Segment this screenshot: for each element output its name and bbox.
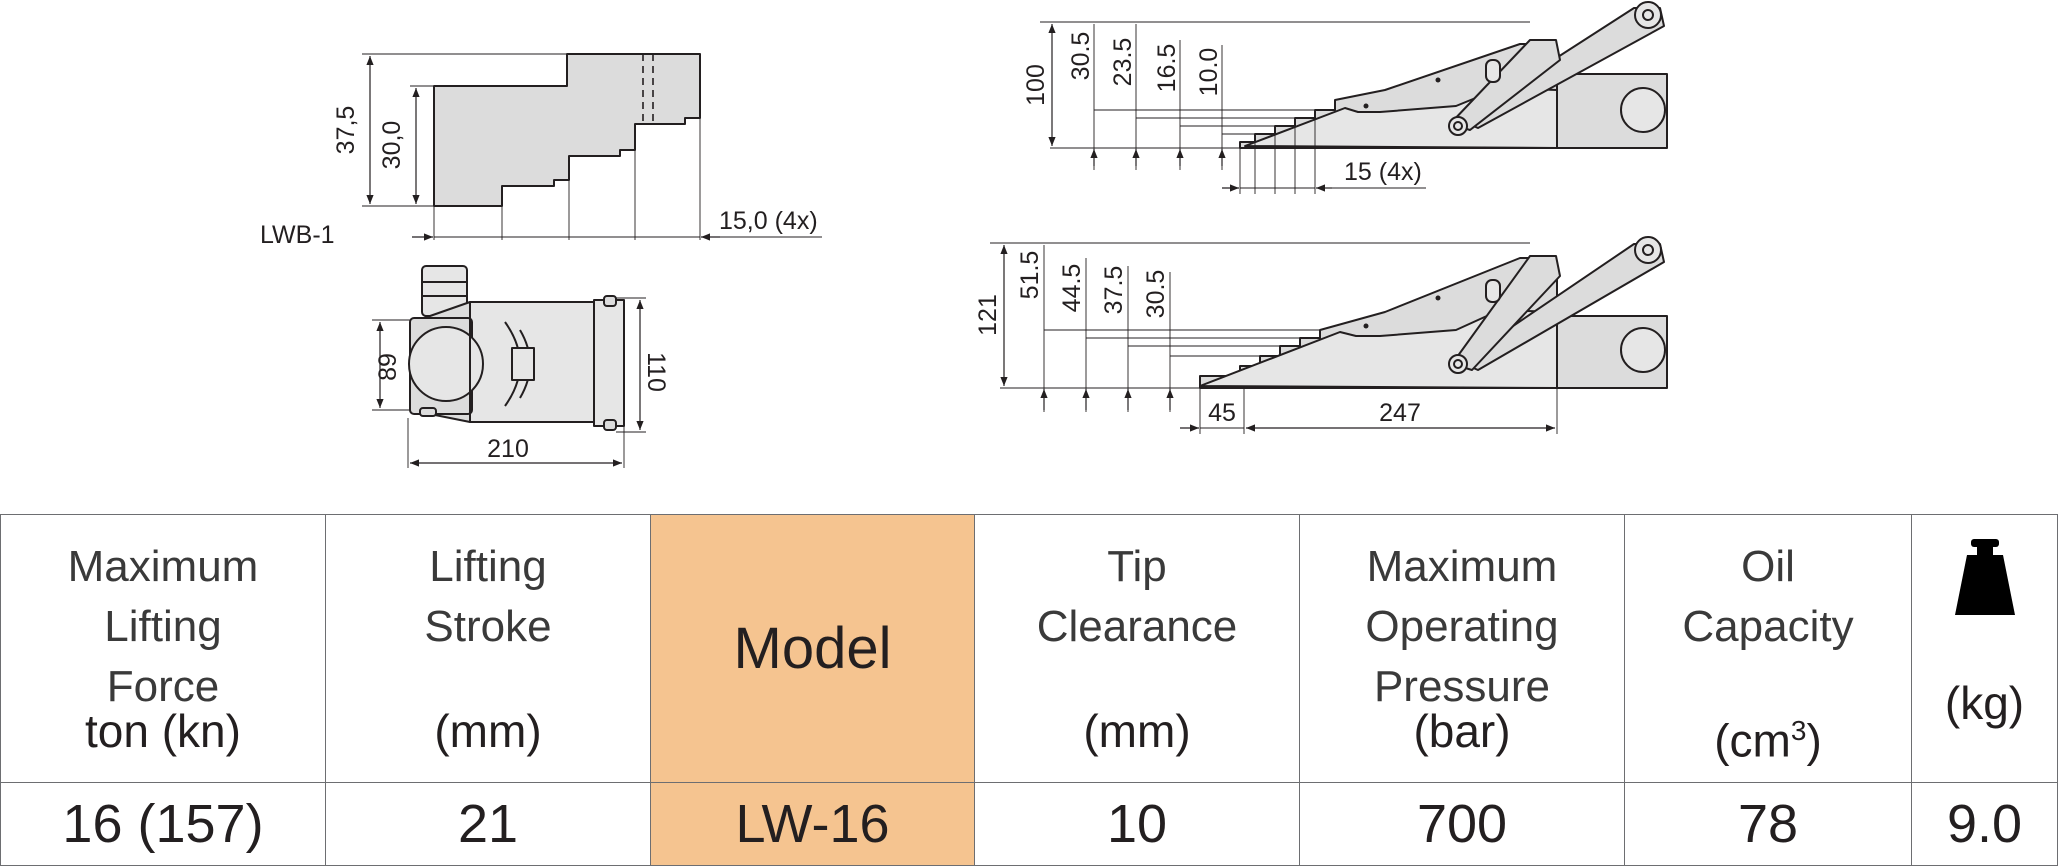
pump-top-plate [469, 301, 611, 423]
side-view-wedge-raised: 121 51.5 44.5 37.5 30.5 45 247 [974, 236, 1668, 434]
header-unit: (mm) [434, 705, 542, 757]
top-view-pump-body: 89 110 210 [372, 265, 670, 468]
header-weight: (kg) [1911, 514, 2058, 783]
dim-top-width: 110 [642, 352, 670, 392]
value-max-lifting-force: 16 (157) [0, 781, 326, 866]
stepped-block-shape [433, 53, 701, 207]
dim-h2: 23.5 [1109, 38, 1137, 87]
part-label: LWB-1 [260, 221, 335, 249]
link-arm [1451, 255, 1561, 371]
dim-top-length: 210 [487, 435, 529, 463]
dim-step-pitch: 15,0 (4x) [719, 207, 818, 235]
dim-tip-length: 45 [1208, 399, 1236, 427]
header-model: Model [650, 514, 975, 783]
header-max-lifting-force: Maximum Lifting Force ton (kn) [0, 514, 326, 783]
header-unit: ton (kn) [85, 705, 241, 757]
table-row: 16 (157) 21 LW-16 10 700 78 9.0 [0, 781, 2058, 866]
header-lifting-stroke: Lifting Stroke (mm) [325, 514, 651, 783]
header-oil-capacity: Oil Capacity (cm3) [1624, 514, 1912, 783]
dim-h4: 10.0 [1195, 48, 1223, 97]
dim-h1: 30.5 [1067, 32, 1095, 81]
dim-h3: 37.5 [1100, 266, 1128, 315]
technical-drawing: 37,5 30,0 15,0 (4x) LWB-1 89 [260, 1, 1668, 468]
value-lifting-stroke: 21 [325, 781, 651, 866]
value-max-operating-pressure: 700 [1299, 781, 1625, 866]
header-unit: (kg) [1944, 677, 2025, 729]
dim-height-total: 37,5 [332, 106, 360, 155]
dim-h3: 16.5 [1153, 44, 1181, 93]
header-unit: (mm) [1083, 705, 1191, 757]
dim-overall: 121 [974, 294, 1002, 336]
value-weight: 9.0 [1911, 781, 2058, 866]
end-plate [593, 299, 625, 427]
dim-height-lift: 30,0 [378, 121, 406, 170]
value-oil-capacity: 78 [1624, 781, 1912, 866]
header-max-operating-pressure: Maximum Operating Pressure (bar) [1299, 514, 1625, 783]
lift-arm [1459, 243, 1665, 371]
dim-h4: 30.5 [1142, 270, 1170, 319]
reservoir-cap [408, 326, 484, 402]
table-header-row: Maximum Lifting Force ton (kn) Lifting S… [0, 514, 2058, 783]
value-tip-clearance: 10 [974, 781, 1300, 866]
specification-table: Maximum Lifting Force ton (kn) Lifting S… [0, 514, 2058, 866]
value-model: LW-16 [650, 781, 975, 866]
dim-h2: 44.5 [1058, 264, 1086, 313]
header-unit: (bar) [1413, 705, 1511, 757]
dim-h1: 51.5 [1016, 251, 1044, 300]
dim-body-length: 247 [1379, 399, 1421, 427]
side-view-wedge-lowered: 100 30.5 23.5 16.5 10.0 15 (4x) [1022, 1, 1668, 194]
dim-step-pitch-right: 15 (4x) [1344, 158, 1422, 186]
header-tip-clearance: Tip Clearance (mm) [974, 514, 1300, 783]
weight-icon [1954, 539, 2015, 615]
side-view-stepped-block: 37,5 30,0 15,0 (4x) LWB-1 [260, 53, 822, 249]
valve-knob [511, 347, 535, 381]
header-unit: (cm3) [1714, 714, 1822, 767]
dim-overall: 100 [1022, 64, 1050, 106]
dim-top-height: 89 [374, 353, 402, 381]
